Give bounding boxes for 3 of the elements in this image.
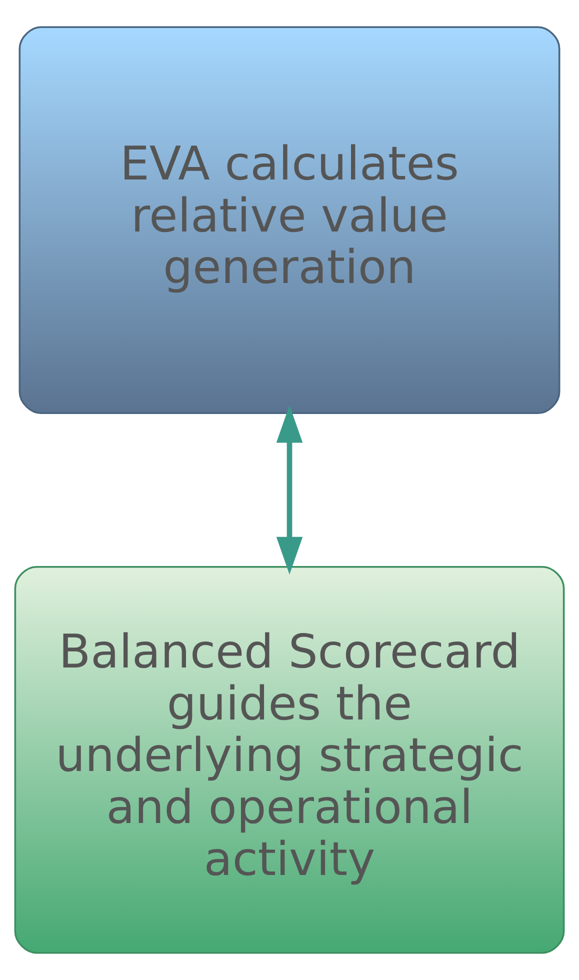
arrow bbox=[276, 405, 303, 574]
node-box: Balanced Scorecard guides the underlying strategic and operational activity bbox=[14, 566, 565, 954]
node-box: EVA calculates relative value generation bbox=[18, 26, 560, 414]
